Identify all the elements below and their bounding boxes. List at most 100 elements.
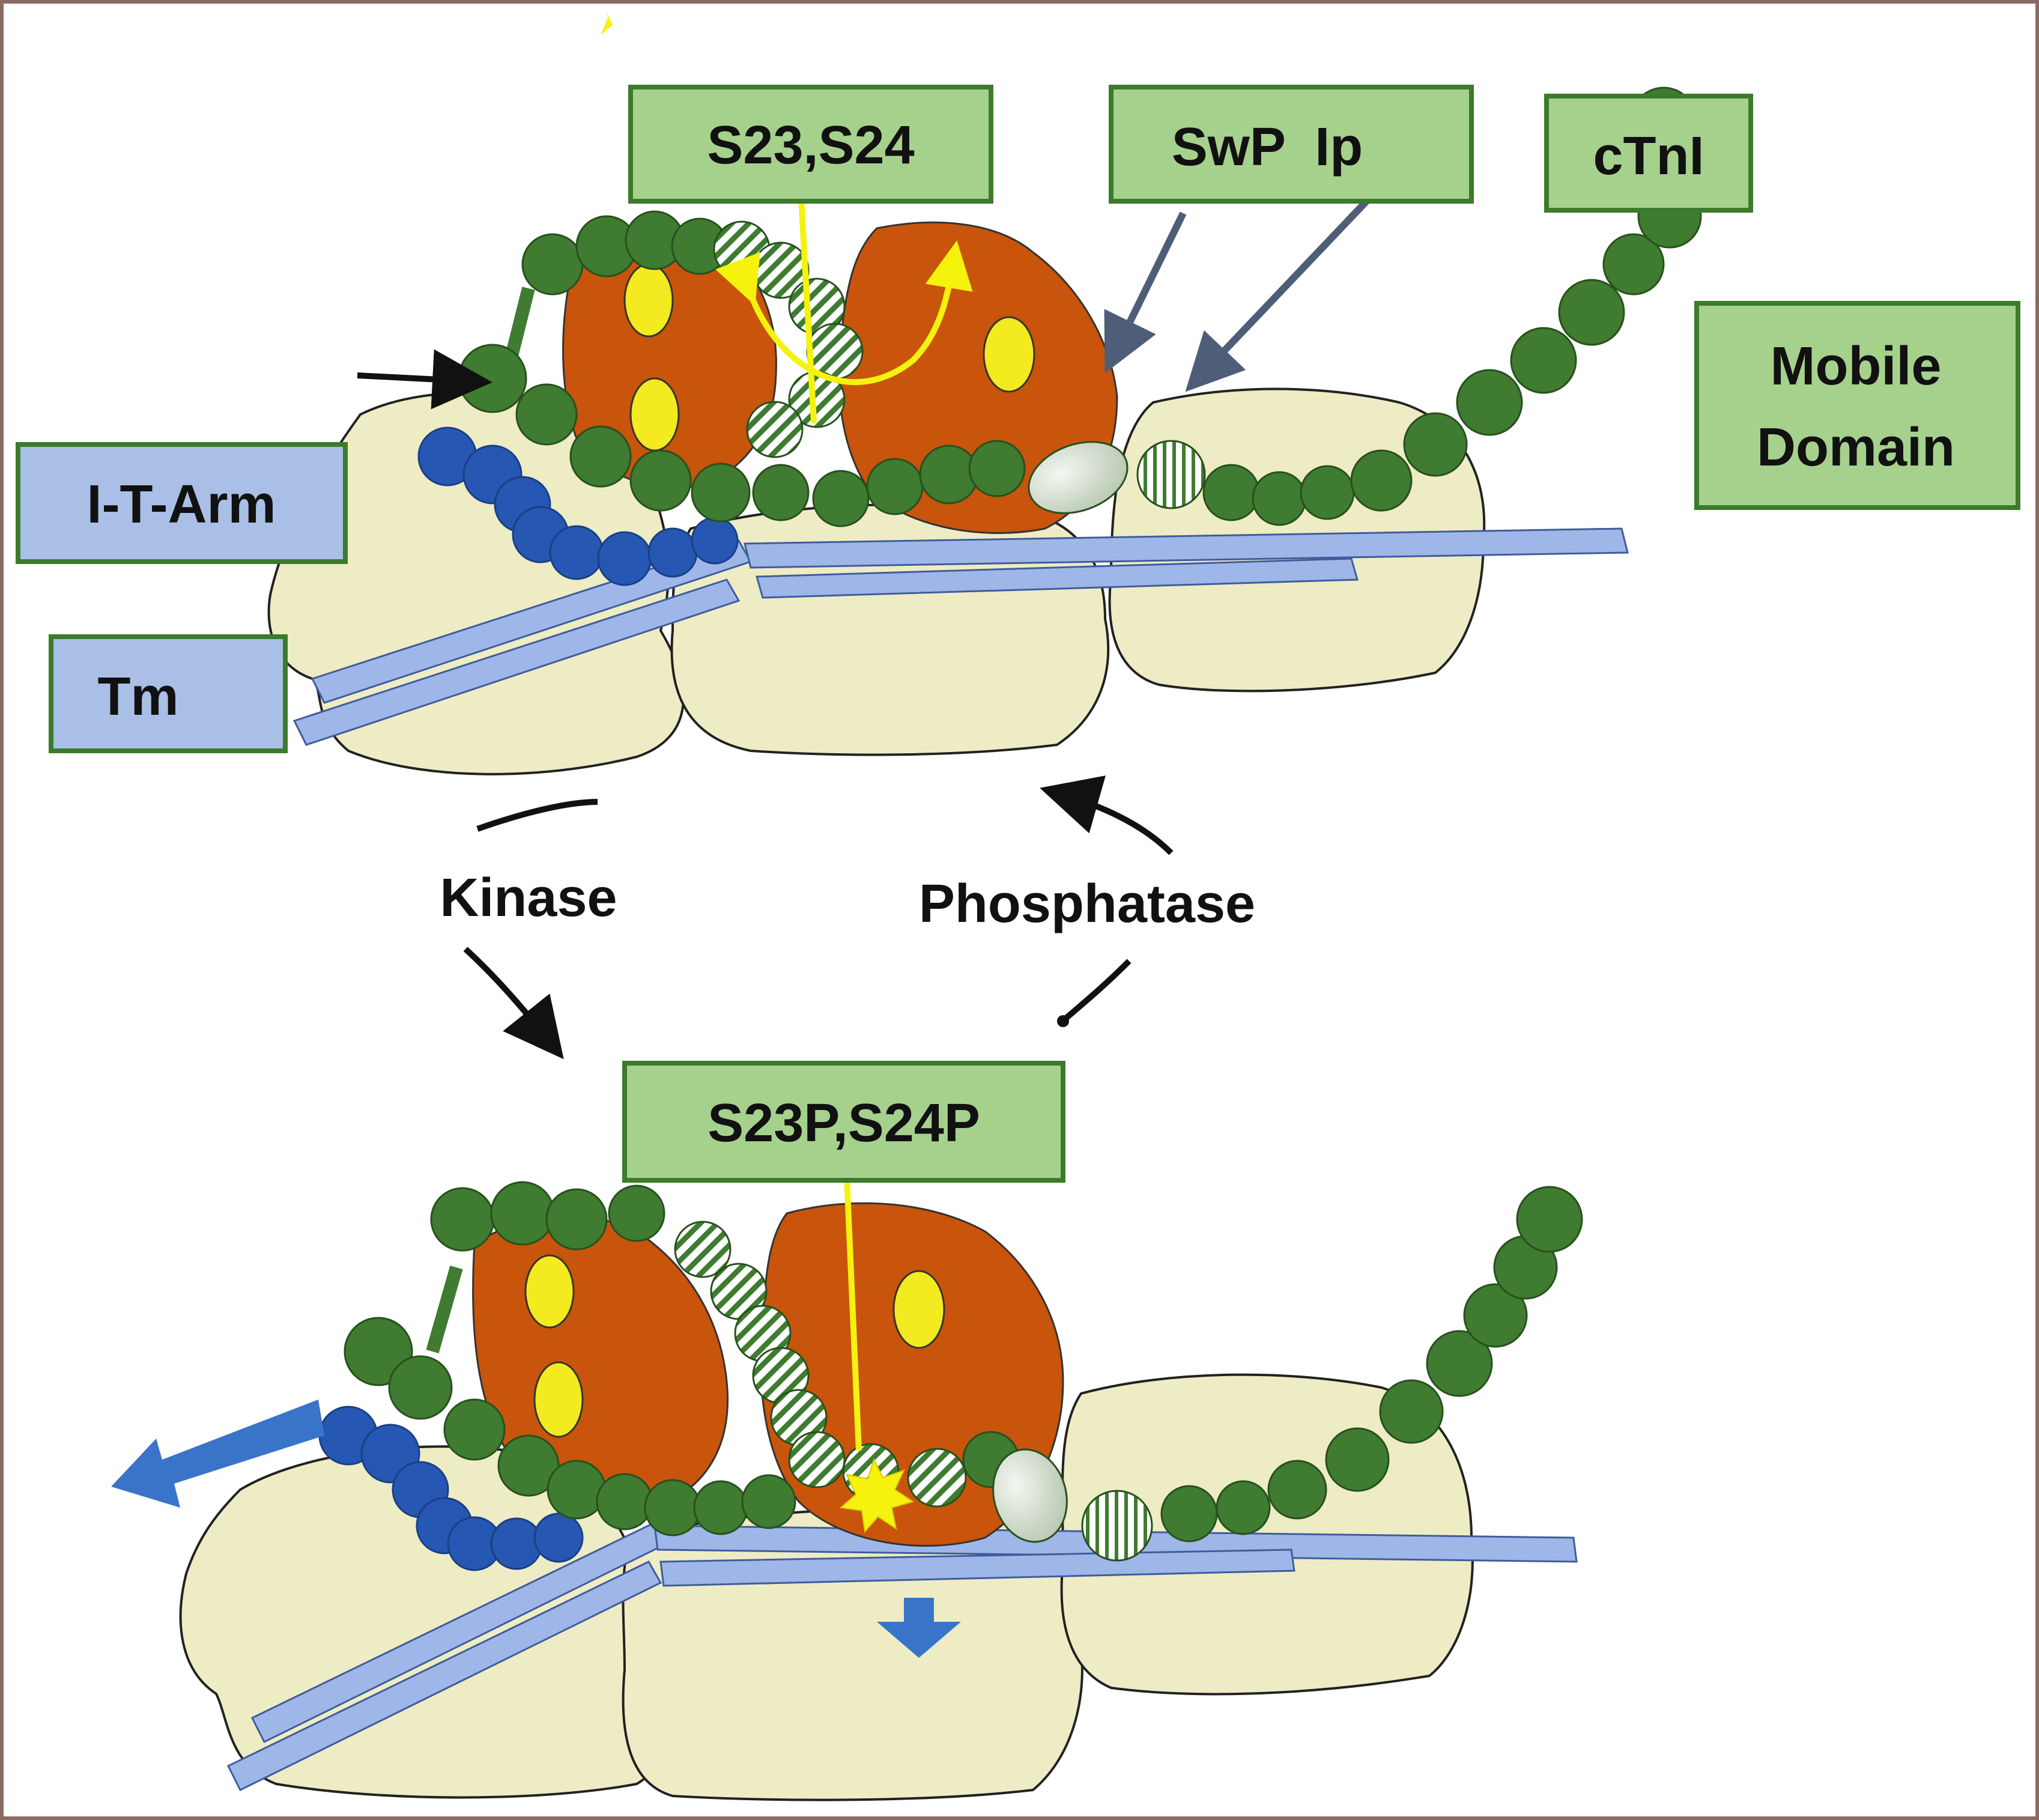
tni-bead xyxy=(1516,1186,1583,1253)
tni-linker xyxy=(426,1265,463,1354)
tropomyosin-strand xyxy=(659,1549,1295,1587)
tropomyosin-strand xyxy=(226,1561,662,1792)
tni-bead xyxy=(569,425,632,488)
tni-bead xyxy=(1325,1427,1390,1492)
phosphate-burst-icon xyxy=(839,1458,915,1533)
label-pointers-top xyxy=(357,195,1372,410)
tni-bead xyxy=(497,1434,560,1497)
phosphatase-arrow-tail xyxy=(1064,959,1132,1021)
tni-bead xyxy=(968,440,1026,497)
label-tm: Tm xyxy=(49,634,288,753)
tni-bead xyxy=(644,1479,701,1536)
tnt-bead xyxy=(490,1517,543,1570)
tni-bead xyxy=(1403,412,1468,477)
tni-bead xyxy=(1558,279,1625,346)
tni-bead-hatched xyxy=(788,1431,846,1488)
label-kinase: Kinase xyxy=(440,868,617,928)
tni-bead xyxy=(521,233,584,296)
tnt-bead xyxy=(533,1512,584,1563)
troponin-i-bottom xyxy=(344,1181,1583,1562)
calcium-site xyxy=(623,263,674,338)
label-swp-ip-text: SwP Ip xyxy=(1172,117,1363,177)
tni-bead xyxy=(545,1188,608,1251)
label-s23-s24: S23,S24 xyxy=(628,85,993,204)
tni-bead xyxy=(1510,327,1577,394)
tni-bead xyxy=(1202,464,1260,521)
kinase-arrow-tail xyxy=(476,799,598,832)
inhibitory-peptide xyxy=(1136,440,1206,509)
tni-bead xyxy=(752,464,810,521)
phosphatase-arrow xyxy=(1040,775,1174,855)
troponin-i-top xyxy=(458,86,1727,527)
tni-bead xyxy=(691,463,751,523)
tropomyosin-top xyxy=(292,527,1629,746)
top-panel xyxy=(267,12,1727,775)
tni-bead xyxy=(1160,1485,1218,1542)
tni-bead xyxy=(1426,1330,1493,1397)
tni-bead xyxy=(1602,233,1665,296)
label-mobile-domain: Mobile Domain xyxy=(1694,301,2020,510)
tropomyosin-strand xyxy=(756,557,1359,599)
switch-peptide xyxy=(992,1448,1068,1543)
troponin-t-top xyxy=(417,426,739,586)
tni-bead xyxy=(596,1473,653,1530)
tni-bead xyxy=(515,383,578,446)
tnt-bead xyxy=(597,531,652,586)
tni-bead-hatched xyxy=(907,1448,967,1508)
label-phosphatase: Phosphatase xyxy=(919,874,1255,934)
label-mobile-text: Mobile xyxy=(1771,336,1942,396)
tni-bead xyxy=(741,1474,796,1529)
label-ctni-text: cTnI xyxy=(1593,126,1704,186)
switch-peptide xyxy=(1028,441,1129,514)
troponin-t-bottom xyxy=(318,1406,584,1571)
tni-bead-hatched xyxy=(746,401,804,458)
label-it-arm-text: I-T-Arm xyxy=(87,475,276,535)
inhibitory-peptide xyxy=(1081,1490,1153,1562)
cycle-arrows xyxy=(463,775,1174,1060)
tni-bead xyxy=(629,449,692,512)
tni-bead xyxy=(388,1355,453,1420)
tni-bead xyxy=(693,1480,748,1535)
tropomyosin-strand xyxy=(292,578,741,746)
sparkle-icon xyxy=(601,12,613,35)
tni-bead xyxy=(1216,1480,1271,1535)
calcium-site xyxy=(983,316,1035,393)
label-ctni: cTnI xyxy=(1544,94,1753,213)
tropomyosin-strand xyxy=(744,527,1629,569)
kinase-arrow xyxy=(463,947,564,1060)
tni-bead xyxy=(1463,1283,1528,1348)
tni-bead xyxy=(547,1460,607,1520)
label-s23-s24-text: S23,S24 xyxy=(707,115,914,175)
tnt-shift-arrow xyxy=(111,1400,324,1508)
tni-bead xyxy=(1300,465,1355,520)
calcium-site xyxy=(892,1270,945,1349)
labels: S23,S24 SwP Ip cTnI Mobile Domain I-T-Ar… xyxy=(16,85,2020,1183)
tni-bead xyxy=(430,1187,495,1252)
tni-bead-hatched xyxy=(674,1221,732,1278)
tni-bead xyxy=(608,1185,665,1242)
tni-bead xyxy=(1456,369,1523,436)
movement-arrows xyxy=(111,1400,961,1658)
tni-bead xyxy=(443,1398,506,1461)
label-domain-text: Domain xyxy=(1757,417,1955,478)
tni-linker xyxy=(504,287,535,362)
tni-bead xyxy=(1267,1460,1327,1520)
tni-bead xyxy=(1252,471,1307,526)
tni-bead xyxy=(490,1181,555,1246)
tni-bead xyxy=(1350,449,1413,512)
calcium-site xyxy=(533,1361,584,1438)
label-it-arm: I-T-Arm xyxy=(16,442,348,564)
tropomyosin-shift-arrow xyxy=(877,1598,961,1658)
calcium-site xyxy=(524,1254,575,1329)
label-s23p-s24p-text: S23P,S24P xyxy=(707,1093,980,1153)
tni-bead xyxy=(812,470,870,527)
tni-bead xyxy=(866,458,924,515)
label-s23p-s24p: S23P,S24P xyxy=(622,1061,1065,1183)
label-swp-ip: SwP Ip xyxy=(1109,85,1474,204)
calcium-site xyxy=(629,377,680,452)
label-tm-text: Tm xyxy=(98,667,179,727)
tni-bead xyxy=(1379,1379,1444,1444)
